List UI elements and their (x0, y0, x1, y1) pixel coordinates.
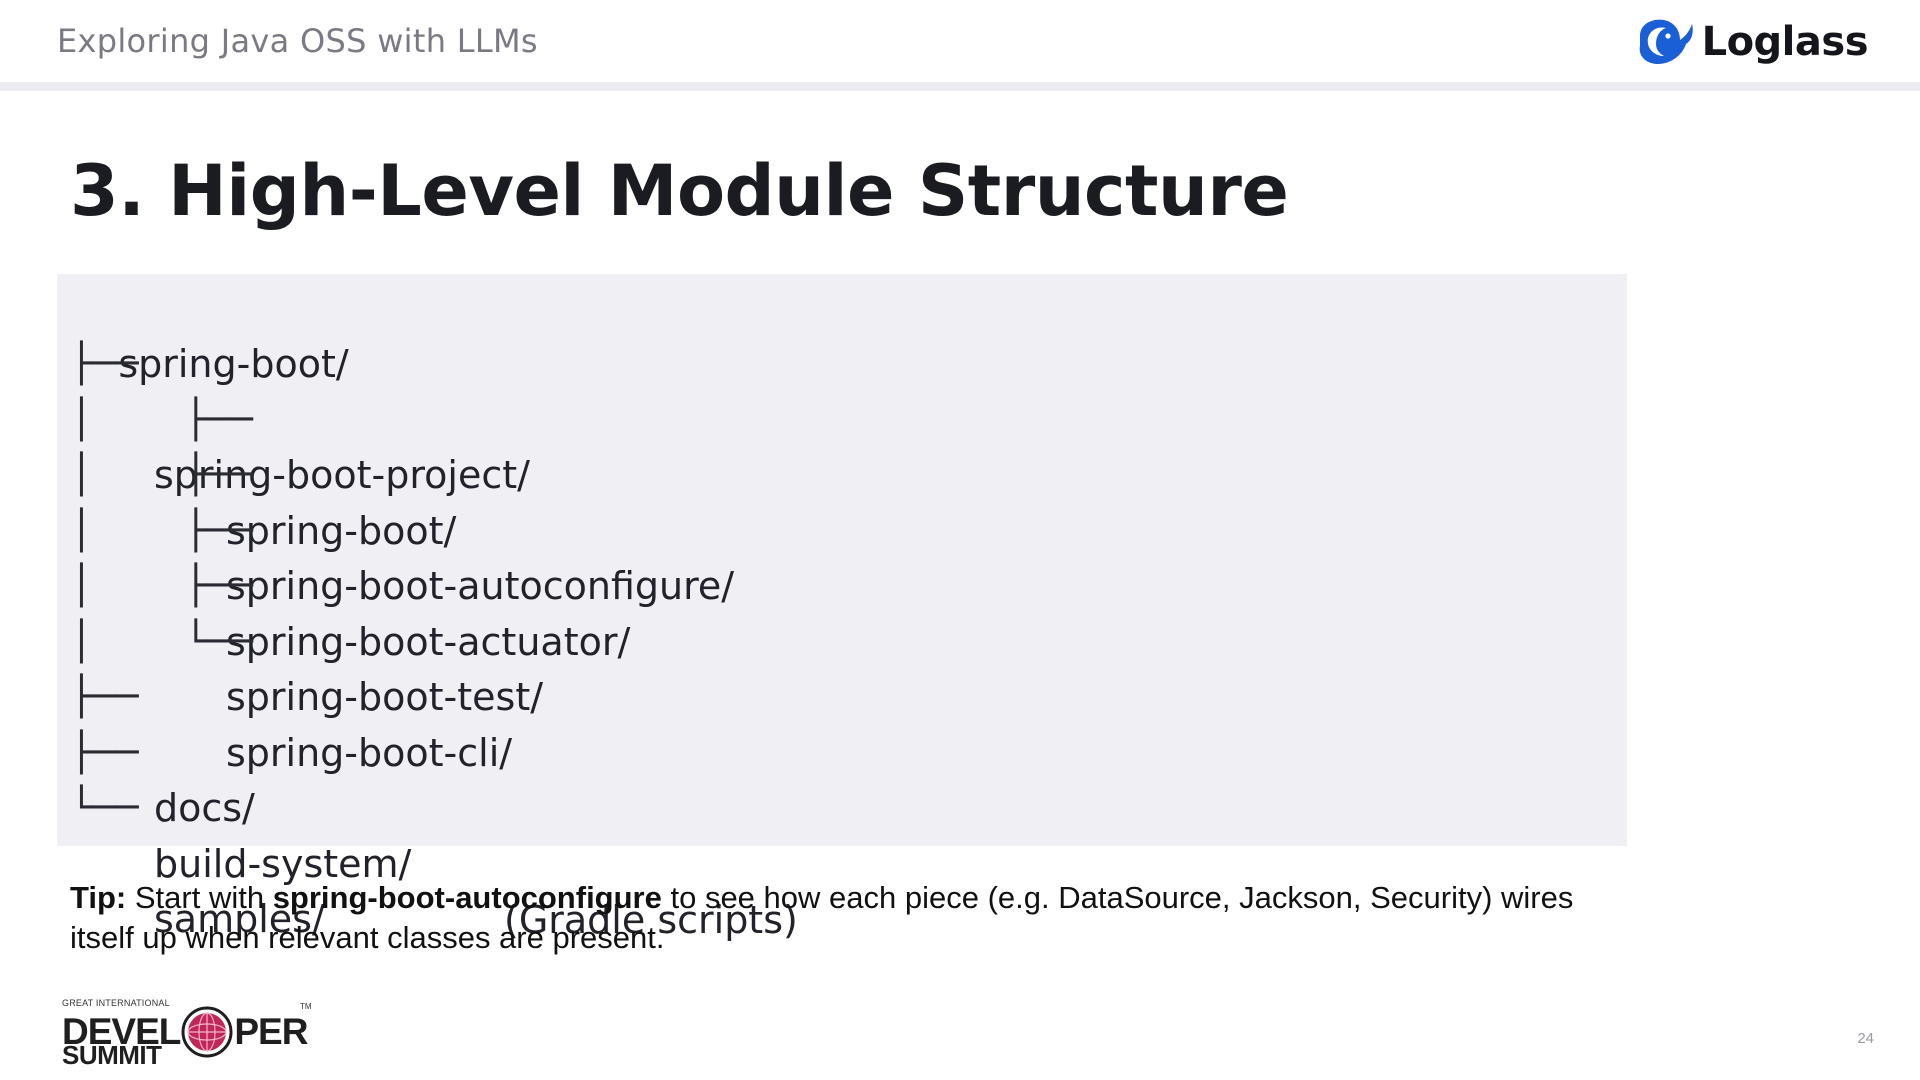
logo-trademark: TM (300, 1002, 312, 1011)
tree-line: │ ├── spring-boot-test/ (70, 557, 543, 719)
tree-node-name: spring-boot-actuator/ (226, 620, 631, 664)
module-tree-panel: spring-boot/ ├── spring-boot-project/ │ … (57, 274, 1627, 942)
tree-node-name: build-system/ (154, 842, 412, 886)
tree-node-name: spring-boot-autoconfigure/ (226, 564, 735, 608)
tree-line: │ └── spring-boot-cli/ (70, 613, 512, 775)
tree-branch-glyph: │ ├── (70, 452, 254, 496)
tree-line: │ ├── spring-boot/ (70, 391, 456, 553)
tip-paragraph: Tip: Start with spring-boot-autoconfigur… (70, 878, 1600, 958)
tree-branch-glyph: │ ├── (70, 397, 254, 441)
tip-text-after: to see how each piece (e.g. DataSource, … (70, 880, 1574, 955)
tree-line: spring-boot/ (70, 280, 348, 386)
developer-summit-logo: GREAT INTERNATIONAL DEVEL PER SUMMIT TM (62, 996, 312, 1070)
tree-node-name: spring-boot-cli/ (226, 731, 513, 775)
slide-header: Exploring Java OSS with LLMs Loglass (0, 0, 1920, 91)
tree-line: │ ├── spring-boot-actuator/ (70, 502, 630, 664)
logo-word-bottom: SUMMIT (62, 1040, 162, 1070)
tip-highlight: spring-boot-autoconfigure (272, 880, 662, 915)
tree-line: │ ├── spring-boot-autoconfigure/ (70, 446, 734, 608)
brand-name: Loglass (1701, 19, 1869, 65)
tree-line: ├── spring-boot-project/ (70, 335, 530, 497)
tree-node-name: docs/ (154, 786, 255, 830)
tree-node-name: spring-boot/ (226, 509, 457, 553)
tree-line: ├── docs/ (70, 668, 255, 830)
deck-title: Exploring Java OSS with LLMs (57, 22, 538, 60)
tree-node-name: spring-boot-test/ (226, 675, 544, 719)
logo-word-left: DEVEL (62, 1011, 181, 1052)
tip-text-before: Start with (126, 880, 273, 915)
tree-node-name: spring-boot/ (118, 342, 349, 386)
tip-label: Tip: (70, 880, 127, 915)
tree-branch-glyph: │ ├── (70, 563, 254, 607)
tree-branch-glyph: └── (70, 785, 139, 829)
globe-icon (181, 1006, 233, 1058)
tree-branch-glyph: ├── (70, 341, 139, 385)
tree-branch-glyph: ├── (70, 674, 139, 718)
brand-logo: Loglass (1634, 14, 1869, 70)
tree-branch-glyph: │ └── (70, 619, 254, 663)
logo-word-row: DEVEL PER (62, 1006, 308, 1058)
tree-node-name: samples/ (154, 897, 325, 941)
whale-icon (1639, 19, 1693, 64)
logo-small-text: GREAT INTERNATIONAL (62, 998, 170, 1008)
logo-word-right: PER (234, 1011, 308, 1052)
tree-node-name: spring-boot-project/ (154, 453, 530, 497)
tree-branch-glyph: │ ├── (70, 508, 254, 552)
page-number: 24 (1857, 1030, 1874, 1047)
slide-title: 3. High-Level Module Structure (70, 150, 1289, 232)
tree-line: └── samples/ (70, 779, 325, 941)
tree-node-note: (Gradle scripts) (504, 898, 798, 942)
tree-branch-glyph: ├── (70, 730, 139, 774)
tree-line: ├── build-system/ (Gradle scripts) (70, 724, 798, 942)
